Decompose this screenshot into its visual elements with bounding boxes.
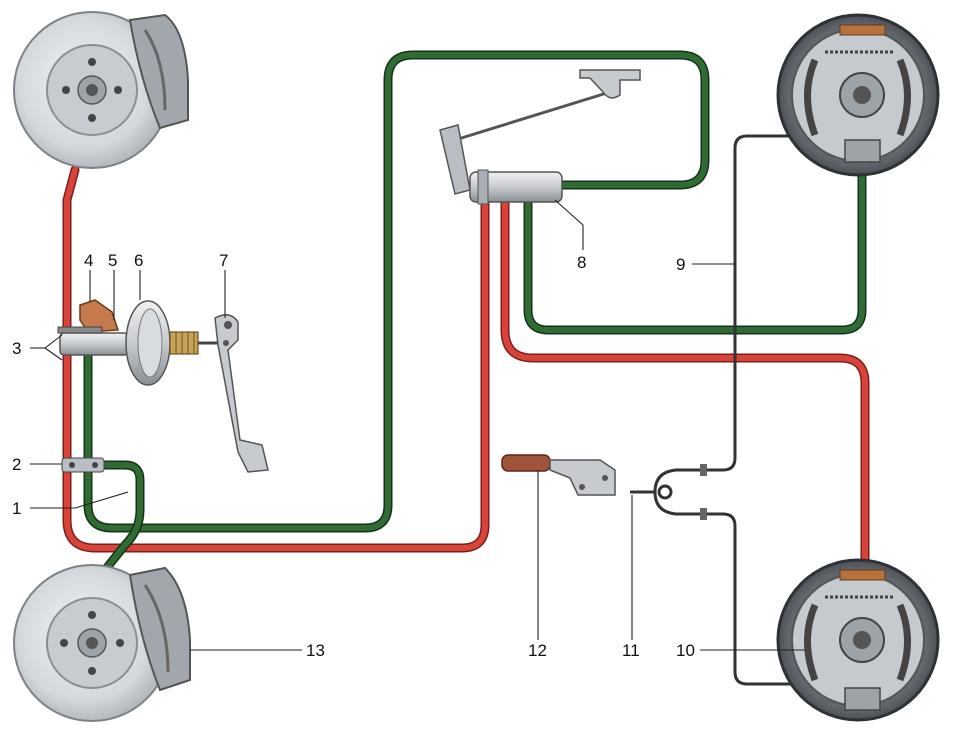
rear-drum-brake-upper: [776, 13, 940, 177]
callout-12: 12: [528, 641, 547, 660]
callout-7: 7: [219, 251, 228, 270]
callout-2: 2: [12, 455, 21, 474]
callout-10: 10: [676, 641, 695, 660]
callout-1: 1: [12, 499, 21, 518]
front-disc-brake-lower: [13, 564, 191, 722]
callout-3: 3: [12, 339, 21, 358]
leader-lines: [30, 199, 806, 651]
parking-brake-cables: [630, 134, 800, 686]
red-brake-circuit: [62, 165, 870, 575]
callout-9: 9: [676, 255, 685, 274]
parking-brake-lever: [501, 454, 616, 496]
front-disc-brake-upper: [13, 11, 189, 169]
callout-5: 5: [108, 251, 117, 270]
callout-13: 13: [306, 641, 325, 660]
callout-11: 11: [622, 641, 640, 660]
callout-8: 8: [577, 253, 586, 272]
callout-4: 4: [84, 251, 93, 270]
pressure-regulator: [439, 69, 641, 205]
callout-6: 6: [134, 251, 143, 270]
rear-drum-brake-lower: [776, 558, 940, 722]
callout-numbers: 1 2 3 4 5 6 7 8 9 10 11 12 13: [12, 251, 695, 660]
brake-pedal: [214, 314, 269, 473]
master-cylinder-assembly: [59, 299, 220, 386]
green-brake-circuit: [83, 50, 867, 575]
line-clips: [57, 326, 105, 473]
